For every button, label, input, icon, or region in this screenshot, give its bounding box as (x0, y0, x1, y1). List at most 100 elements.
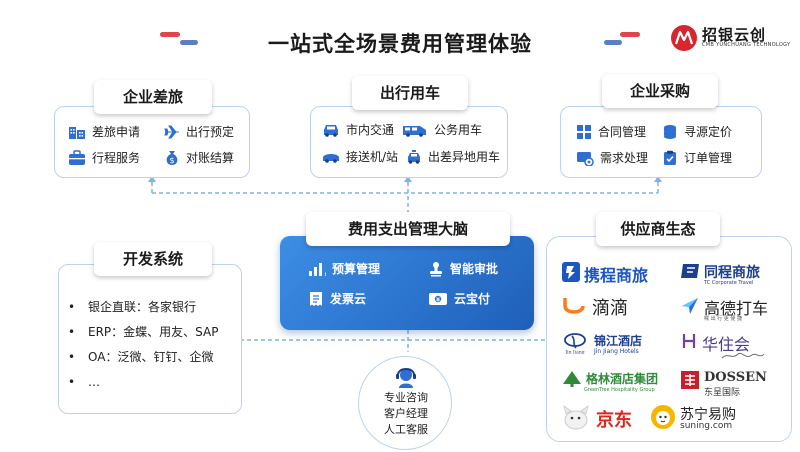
logo-name: 招银云创 (702, 26, 767, 44)
bar-chart-icon: $ (309, 262, 326, 277)
jd-dog-logo-icon (563, 405, 589, 430)
coin-stack-icon (664, 124, 676, 139)
car-item-label: 出差异地用车 (428, 150, 501, 164)
brain-item-label: 预算管理 (332, 262, 381, 276)
svg-text:Jin Jiang: Jin Jiang (564, 350, 584, 355)
travel-card (54, 106, 250, 178)
brand-name: 华住会 (702, 335, 751, 354)
brand-subtitle: TC Corporate Travel (704, 280, 754, 286)
list-item: •ERP：金蝶、用友、SAP (68, 325, 219, 339)
brain-item-budget[interactable]: $ 预算管理 (308, 260, 380, 277)
procure-item-label: 订单管理 (684, 151, 733, 165)
title-decoration-blue-right (604, 40, 622, 45)
brand-subtitle: GreenTree Hospitality Group (584, 387, 655, 393)
suning-lion-logo-icon (651, 405, 675, 429)
money-bag-icon: $ (166, 150, 178, 165)
procure-item-label: 合同管理 (598, 125, 647, 139)
dossen-logo-icon (681, 371, 699, 389)
brand-subtitle: Jin Jiang Hotels (594, 348, 639, 355)
brand-name: 高德打车 (704, 299, 769, 318)
airplane-icon (164, 125, 179, 138)
title-decoration-red-right (620, 32, 640, 37)
travel-item-apply[interactable]: 差旅申请 (68, 123, 140, 140)
amap-logo-icon (682, 298, 698, 314)
didi-logo-icon (563, 298, 585, 314)
invoice-icon (310, 291, 322, 306)
dev-card (58, 264, 242, 414)
arrow-procure (654, 176, 662, 182)
brand-name: 滴滴 (592, 298, 628, 319)
travel-item-settlement[interactable]: $ 对账结算 (164, 149, 234, 166)
procure-item-order[interactable]: 订单管理 (662, 149, 732, 166)
briefcase-icon (69, 149, 85, 165)
logo-icon (671, 25, 697, 51)
travel-item-itinerary[interactable]: 行程服务 (68, 149, 140, 166)
brain-item-label: 发票云 (330, 292, 367, 306)
car-icon (324, 124, 338, 137)
car-title: 出行用车 (352, 76, 468, 110)
travel-item-label: 对账结算 (186, 151, 235, 165)
car-item-label: 公务用车 (434, 123, 483, 137)
travel-title: 企业差旅 (94, 80, 212, 114)
brand-name: 苏宁易购 (680, 407, 736, 423)
ctrip-logo-icon (562, 262, 580, 282)
brand-subtitle: 喊 出 行 更 便 捷 (704, 316, 742, 322)
settings-icon (577, 151, 594, 166)
logo-subtitle: CMB YUNCHUANG TECHNOLOGY (702, 42, 791, 48)
brain-item-invoice[interactable]: 发票云 (308, 290, 366, 307)
travel-item-booking[interactable]: 出行预定 (164, 123, 234, 140)
brain-item-label: 云宝付 (454, 292, 491, 306)
brand-name: 格林酒店集团 (586, 372, 659, 386)
car-item-label: 市内交通 (346, 123, 395, 137)
procure-item-contract[interactable]: 合同管理 (576, 123, 646, 140)
approval-stamp-icon (430, 261, 442, 276)
building-icon (69, 126, 85, 139)
car-item-label: 接送机/站 (346, 150, 399, 164)
greentree-logo-icon (563, 371, 581, 387)
car-item-remote[interactable]: 出差异地用车 (406, 148, 500, 165)
brand-name: 锦江酒店 (594, 334, 643, 348)
dev-title: 开发系统 (94, 242, 212, 276)
brain-title: 费用支出管理大脑 (306, 212, 510, 246)
title-bar: 一站式全场景费用管理体验 招银云创 CMB YUNCHUANG TECHNOLO… (0, 0, 800, 80)
service-circle: 专业咨询 客户经理 人工客服 (358, 356, 452, 450)
page-title: 一站式全场景费用管理体验 (268, 32, 532, 56)
list-item: •OA：泛微、钉钉、企微 (68, 350, 214, 364)
contract-grid-icon (577, 124, 591, 139)
list-item: •银企直联：各家银行 (68, 300, 197, 314)
brand-name: DOSSEN (704, 370, 767, 385)
brand-subtitle: 东呈国际 (704, 388, 741, 398)
brain-item-payment[interactable]: ¥ 云宝付 (428, 290, 490, 307)
payment-card-icon: ¥ (429, 292, 447, 305)
procure-item-sourcing[interactable]: 寻源定价 (662, 123, 732, 140)
travel-item-label: 差旅申请 (92, 125, 141, 139)
procure-item-demand[interactable]: 需求处理 (576, 149, 648, 166)
brand-name: 京东 (596, 410, 632, 431)
brand-name: 携程商旅 (584, 266, 649, 285)
brand-subtitle: suning.com (680, 421, 733, 431)
arrow-travel (148, 176, 156, 182)
tongcheng-logo-icon (681, 264, 699, 278)
customer-service-icon (396, 368, 416, 388)
car-item-transfer[interactable]: 接送机/站 (322, 148, 398, 165)
car-item-official[interactable]: 公务用车 (402, 121, 482, 138)
dev-list: •银企直联：各家银行 •ERP：金蝶、用友、SAP •OA：泛微、钉钉、企微 •… (68, 295, 218, 395)
brain-item-approval[interactable]: 智能审批 (428, 260, 498, 277)
supplier-title: 供应商生态 (596, 212, 720, 246)
title-decoration-blue-left (180, 40, 198, 45)
car-item-city[interactable]: 市内交通 (322, 121, 394, 138)
list-item: •… (68, 375, 100, 389)
jinjiang-logo-icon: Jin Jiang (564, 333, 586, 355)
huazhu-logo-icon (682, 334, 696, 348)
procure-item-label: 需求处理 (600, 151, 649, 165)
procure-card (560, 106, 762, 178)
brain-panel: $ 预算管理 智能审批 发票云 ¥ 云宝付 (280, 236, 534, 330)
service-text: 专业咨询 客户经理 人工客服 (384, 391, 428, 436)
travel-item-label: 出行预定 (186, 125, 235, 139)
huazhu-signature-icon (721, 352, 765, 359)
title-decoration-red-left (160, 32, 180, 37)
brand-name: 同程商旅 (704, 265, 760, 281)
clipboard-icon (664, 150, 676, 165)
transfer-car-icon (323, 153, 339, 163)
